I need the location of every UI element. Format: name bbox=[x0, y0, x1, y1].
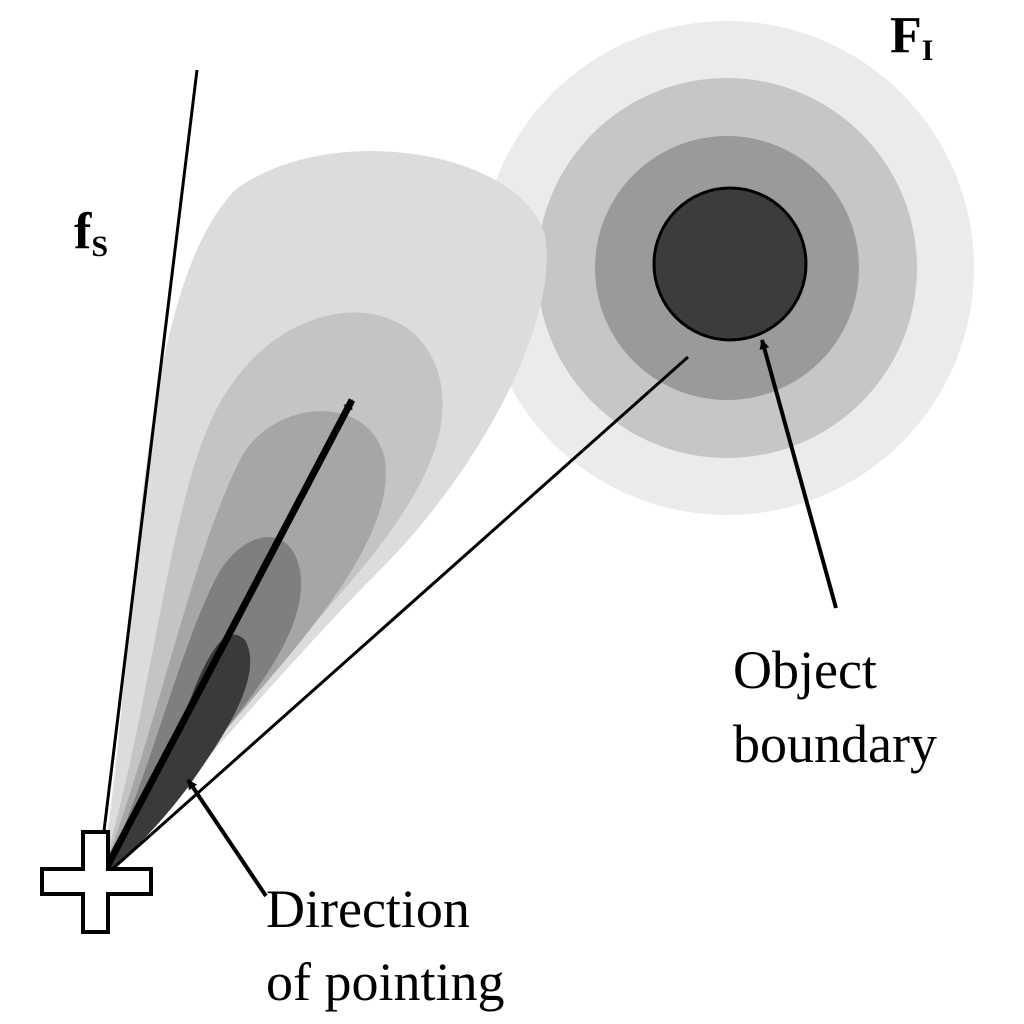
intrinsic-field bbox=[480, 21, 974, 515]
spatial-field bbox=[100, 151, 547, 880]
pointing-direction-arrow bbox=[96, 398, 356, 882]
direction-label-line1: Direction bbox=[266, 879, 470, 939]
spatial-field-label: fS bbox=[74, 203, 108, 263]
direction-pointer-arrow bbox=[186, 778, 268, 898]
spatial-field-lobe-5 bbox=[100, 634, 251, 880]
field-boundary-line bbox=[96, 69, 199, 881]
origin-cross-icon bbox=[40, 830, 153, 934]
intrinsic-field-label: FI bbox=[890, 7, 933, 67]
object-boundary-label-line2: boundary bbox=[733, 714, 937, 774]
direction-label-line2: of pointing bbox=[266, 952, 505, 1012]
object-boundary-circle bbox=[652, 186, 808, 342]
object-boundary-pointer-arrow bbox=[759, 339, 838, 609]
object-boundary-label-line1: Object bbox=[733, 640, 877, 700]
